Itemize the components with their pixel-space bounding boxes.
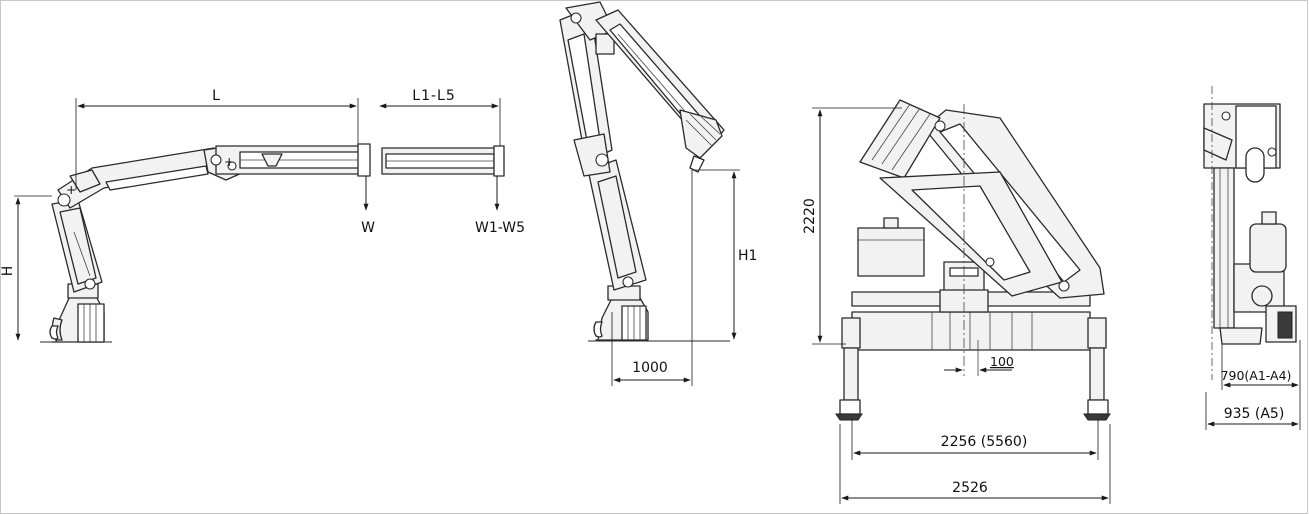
side-view: + + L L1-L5 H W W1-W5	[0, 88, 525, 343]
pivot-pin	[570, 12, 582, 24]
load-label-w1-w5: W1-W5	[475, 220, 525, 236]
dimension-label-l1-l5: L1-L5	[412, 88, 455, 104]
dimension-label-100: 100	[990, 354, 1014, 369]
dimension-label-2526: 2526	[952, 480, 988, 496]
folded-boom	[859, 99, 1105, 299]
dimension-label-2220: 2220	[802, 198, 818, 234]
svg-text:+: +	[66, 182, 76, 197]
stabilizer-leg-right	[1083, 317, 1111, 421]
stabilizer-leg-left	[835, 317, 863, 421]
dimension-label-790: 790(A1-A4)	[1221, 368, 1292, 383]
oil-tank	[1249, 211, 1287, 273]
boom-extension	[381, 145, 505, 177]
crane-column	[51, 199, 103, 293]
inner-boom	[57, 147, 221, 209]
dimension-label-1000: 1000	[632, 360, 668, 376]
rear-view: 2220 100 2256 (5560) 2526	[802, 99, 1111, 504]
oil-tank	[857, 217, 925, 277]
dimension-label-935: 935 (A5)	[1224, 406, 1285, 422]
folded-boom-end	[1203, 103, 1281, 183]
dimension-label-h: H	[0, 266, 16, 277]
end-view: 790(A1-A4) 935 (A5)	[1203, 86, 1301, 430]
dimension-label-h1: H1	[738, 248, 757, 264]
pivot-pin	[57, 193, 71, 207]
pivot-pin	[622, 276, 634, 288]
pivot-pin	[595, 153, 609, 167]
stabilizer-beam	[851, 291, 1091, 351]
pivot-pin	[210, 154, 222, 166]
crane-column	[587, 159, 647, 291]
dimension-label-l: L	[212, 88, 220, 104]
boom-knuckle	[565, 1, 615, 55]
load-label-w: W	[361, 220, 375, 236]
dimension-label-2256: 2256 (5560)	[941, 434, 1028, 450]
raised-view: H1 1000	[559, 1, 757, 386]
crane-base	[588, 285, 730, 342]
outer-boom	[595, 9, 725, 173]
pivot-pin	[227, 161, 237, 171]
svg-text:+: +	[224, 154, 234, 169]
outer-boom	[215, 143, 371, 177]
crane-base	[40, 283, 112, 343]
pivot-pin	[84, 278, 96, 290]
crane-base	[1219, 285, 1297, 345]
